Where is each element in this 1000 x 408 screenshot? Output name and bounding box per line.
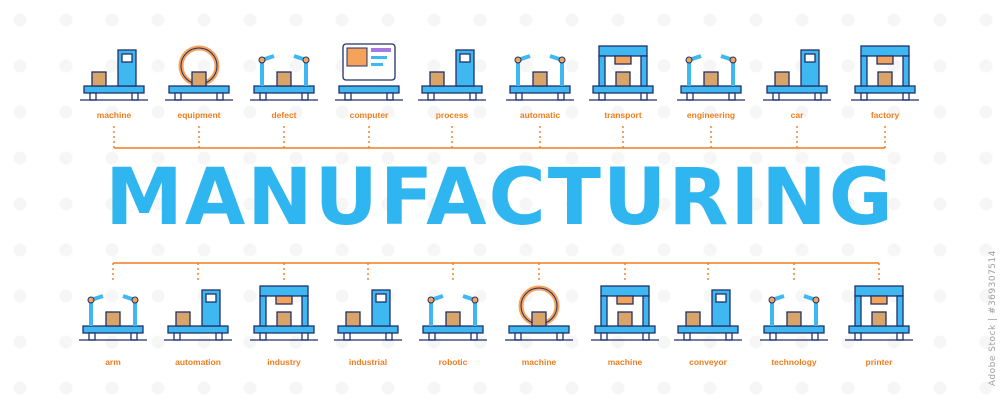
bottom-label-1: automation [175,357,221,367]
car-assembly-icon [763,49,831,101]
technology-arm-icon [760,294,828,341]
industrial-press-icon [250,285,318,341]
inclined-conveyor-icon [674,289,742,341]
factory-worker-machine-icon [80,49,148,101]
welding-robot-icon [677,54,745,101]
automation-line-icon [164,289,232,341]
industrial-machine-icon [334,289,402,341]
headline-manufacturing: MANUFACTURING [105,153,895,243]
bottom-label-3: industrial [348,357,388,367]
stock-id-text: Adobe Stock | #369307514 [988,250,998,387]
top-label-5: automatic [519,110,561,120]
production-line-icon [418,49,486,101]
bottom-label-7: conveyor [689,357,727,367]
top-label-9: factory [870,110,900,120]
top-label-2: defect [271,110,297,120]
top-label-7: engineering [686,110,736,120]
top-label-4: process [435,110,469,120]
gantry-machine-icon [591,285,659,341]
top-label-3: computer [349,110,389,120]
robotic-arm-icon [79,294,147,341]
robot-arms-conveyor-icon [506,54,574,101]
press-machine-icon [851,45,919,101]
top-label-1: equipment [177,110,221,120]
magnifier-inspection-icon [250,54,318,101]
top-label-6: transport [604,110,642,120]
top-label-0: machine [96,110,132,120]
top-label-8: car [790,110,804,120]
robotic-station-icon [419,294,487,341]
bottom-label-2: industry [267,357,301,367]
bottom-label-0: arm [105,357,121,367]
computer-monitor-icon [335,43,403,101]
3d-printer-icon [845,285,913,341]
claw-machine-icon [505,285,573,341]
bottom-label-9: printer [865,357,893,367]
overhead-transport-icon [589,45,657,101]
bottom-label-5: machine [521,357,557,367]
gear-conveyor-icon [165,45,233,101]
bottom-label-4: robotic [438,357,468,367]
bottom-label-6: machine [607,357,643,367]
bottom-label-8: technology [771,357,817,367]
